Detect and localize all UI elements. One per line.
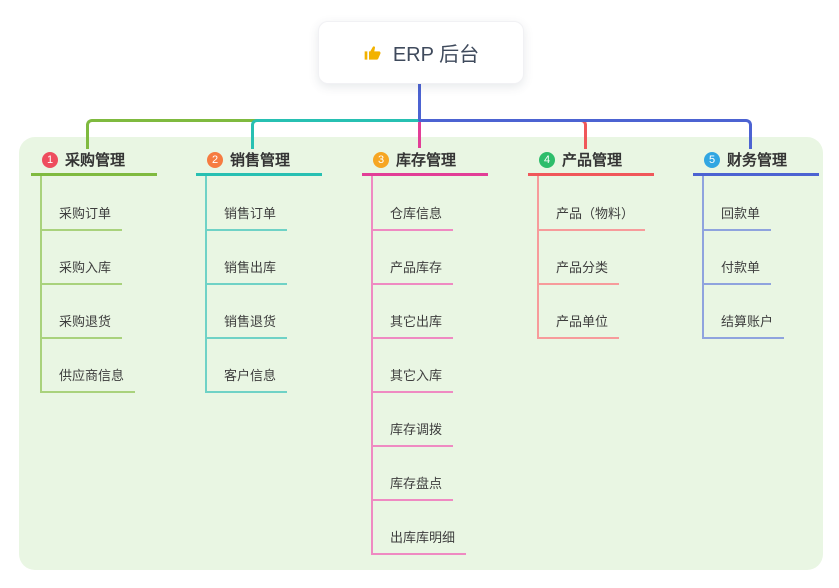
child-node: 其它出库	[373, 285, 488, 339]
branch-title-2[interactable]: 2 销售管理	[196, 146, 322, 176]
branch-children-2: 销售订单销售出库销售退货客户信息	[205, 176, 322, 393]
child-node-label[interactable]: 回款单	[704, 203, 772, 231]
root-title: ERP 后台	[392, 44, 480, 66]
branch-4: 4 产品管理产品（物料） 产品分类产品单位	[528, 146, 654, 339]
child-node: 产品库存	[373, 231, 488, 285]
thumbs-up-icon	[363, 43, 383, 63]
branch-title-label: 产品管理	[562, 152, 623, 169]
child-node: 出库库明细	[373, 501, 488, 555]
child-node: 库存调拨	[373, 393, 488, 447]
branch-title-4[interactable]: 4 产品管理	[528, 146, 654, 176]
child-node: 销售退货	[207, 285, 322, 339]
child-node-label[interactable]: 库存盘点	[373, 473, 454, 501]
child-node-label[interactable]: 客户信息	[207, 365, 288, 393]
child-node-label[interactable]: 销售退货	[207, 311, 288, 339]
branch-2: 2 销售管理销售订单销售出库销售退货客户信息	[196, 146, 322, 393]
child-node-label[interactable]: 付款单	[704, 257, 772, 285]
child-node: 仓库信息	[373, 176, 488, 231]
branch-title-1[interactable]: 1 采购管理	[31, 146, 157, 176]
root-connector-line	[418, 82, 421, 121]
child-node-label[interactable]: 采购退货	[42, 311, 123, 339]
child-node: 客户信息	[207, 339, 322, 393]
branch-connector-5	[419, 119, 752, 149]
child-node: 销售出库	[207, 231, 322, 285]
child-node-label[interactable]: 仓库信息	[373, 203, 454, 231]
child-node-label[interactable]: 产品（物料）	[539, 203, 646, 231]
child-node: 采购订单	[42, 176, 157, 231]
child-node: 产品分类	[539, 231, 654, 285]
child-node-label[interactable]: 其它出库	[373, 311, 454, 339]
child-node: 采购退货	[42, 285, 157, 339]
branch-title-label: 财务管理	[727, 152, 788, 169]
child-node-label[interactable]: 产品分类	[539, 257, 620, 285]
child-node-label[interactable]: 产品单位	[539, 311, 620, 339]
child-node: 结算账户	[704, 285, 819, 339]
branch-title-3[interactable]: 3 库存管理	[362, 146, 488, 176]
child-node: 供应商信息	[42, 339, 157, 393]
child-node-label[interactable]: 结算账户	[704, 311, 785, 339]
branch-number-badge: 1	[42, 151, 58, 168]
child-node-label[interactable]: 销售订单	[207, 203, 288, 231]
branch-title-label: 采购管理	[65, 152, 126, 169]
branch-children-4: 产品（物料） 产品分类产品单位	[537, 176, 654, 339]
branch-children-5: 回款单付款单结算账户	[702, 176, 819, 339]
branch-number-badge: 5	[704, 151, 720, 168]
child-node: 产品（物料）	[539, 176, 654, 231]
child-node-label[interactable]: 供应商信息	[42, 365, 136, 393]
branch-1: 1 采购管理采购订单采购入库采购退货供应商信息	[31, 146, 157, 393]
branch-children-1: 采购订单采购入库采购退货供应商信息	[40, 176, 157, 393]
child-node-label[interactable]: 产品库存	[373, 257, 454, 285]
branch-number-badge: 2	[207, 151, 223, 168]
branch-title-label: 销售管理	[230, 152, 291, 169]
child-node-label[interactable]: 出库库明细	[373, 527, 467, 555]
branch-number-badge: 4	[539, 151, 555, 168]
child-node: 销售订单	[207, 176, 322, 231]
root-node[interactable]: ERP 后台	[318, 21, 524, 84]
child-node: 采购入库	[42, 231, 157, 285]
child-node-label[interactable]: 采购入库	[42, 257, 123, 285]
branch-children-3: 仓库信息产品库存其它出库其它入库库存调拨库存盘点出库库明细	[371, 176, 488, 555]
child-node: 产品单位	[539, 285, 654, 339]
branch-number-badge: 3	[373, 151, 389, 168]
branch-connector-2	[251, 119, 420, 149]
child-node-label[interactable]: 库存调拨	[373, 419, 454, 447]
child-node: 付款单	[704, 231, 819, 285]
child-node-label[interactable]: 采购订单	[42, 203, 123, 231]
child-node-label[interactable]: 其它入库	[373, 365, 454, 393]
child-node: 其它入库	[373, 339, 488, 393]
child-node-label[interactable]: 销售出库	[207, 257, 288, 285]
branch-3: 3 库存管理仓库信息产品库存其它出库其它入库库存调拨库存盘点出库库明细	[362, 146, 488, 555]
child-node: 库存盘点	[373, 447, 488, 501]
branches-panel	[19, 137, 823, 570]
branch-title-5[interactable]: 5 财务管理	[693, 146, 819, 176]
branch-title-label: 库存管理	[396, 152, 457, 169]
child-node: 回款单	[704, 176, 819, 231]
branch-5: 5 财务管理回款单付款单结算账户	[693, 146, 819, 339]
branch-connector-3	[417, 121, 421, 148]
